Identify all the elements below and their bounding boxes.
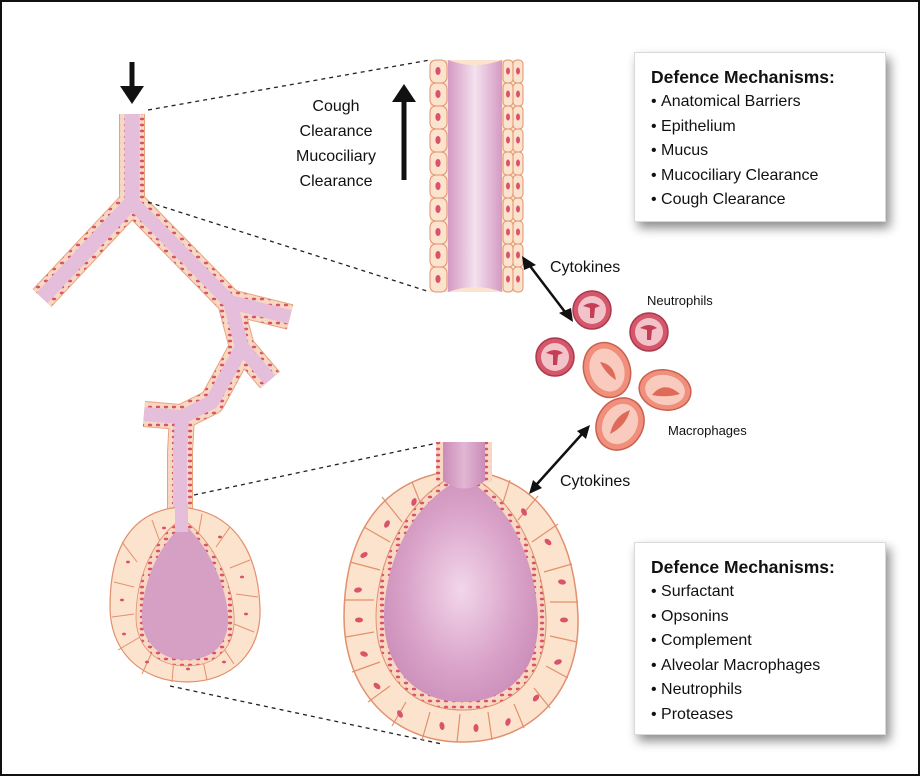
airflow-down-arrow [120,62,144,104]
clearance-labels: Cough Clearance Mucociliary Clearance [284,94,388,194]
neutrophil-3 [536,338,574,376]
magnified-bronchus [430,60,523,292]
list-item: Cough Clearance [651,188,869,213]
neutrophils-label: Neutrophils [647,293,713,308]
macrophage-2 [636,366,694,414]
list-item: Surfactant [651,580,869,605]
list-item: Mucus [651,139,869,164]
upper-defence-list: Anatomical Barriers Epithelium Mucus Muc… [651,90,869,213]
list-item: Epithelium [651,115,869,140]
lower-defence-list: Surfactant Opsonins Complement Alveolar … [651,580,869,727]
bronchial-tree [42,114,290,542]
alveolus-small [110,502,260,682]
list-item: Neutrophils [651,678,869,703]
magnified-alveolus [344,442,578,742]
list-item: Complement [651,629,869,654]
clearance-label-line: Mucociliary [284,144,388,169]
list-item: Anatomical Barriers [651,90,869,115]
upper-defence-box: Defence Mechanisms: Anatomical Barriers … [634,52,886,222]
cytokines-label-upper: Cytokines [550,259,620,277]
clearance-label-line: Clearance [284,169,388,194]
clearance-label-line: Cough [284,94,388,119]
macrophage-cells [576,336,694,459]
list-item: Opsonins [651,605,869,630]
list-item: Mucociliary Clearance [651,164,869,189]
neutrophil-1 [573,291,611,329]
clearance-label-line: Clearance [284,119,388,144]
clearance-up-arrow [392,84,416,180]
neutrophil-2 [630,313,668,351]
lower-defence-box: Defence Mechanisms: Surfactant Opsonins … [634,542,886,735]
macrophages-label: Macrophages [668,423,747,438]
cytokines-label-lower: Cytokines [560,473,630,491]
lower-defence-title: Defence Mechanisms: [651,557,869,578]
list-item: Alveolar Macrophages [651,654,869,679]
list-item: Proteases [651,703,869,728]
upper-defence-title: Defence Mechanisms: [651,67,869,88]
macrophage-1 [576,336,638,404]
